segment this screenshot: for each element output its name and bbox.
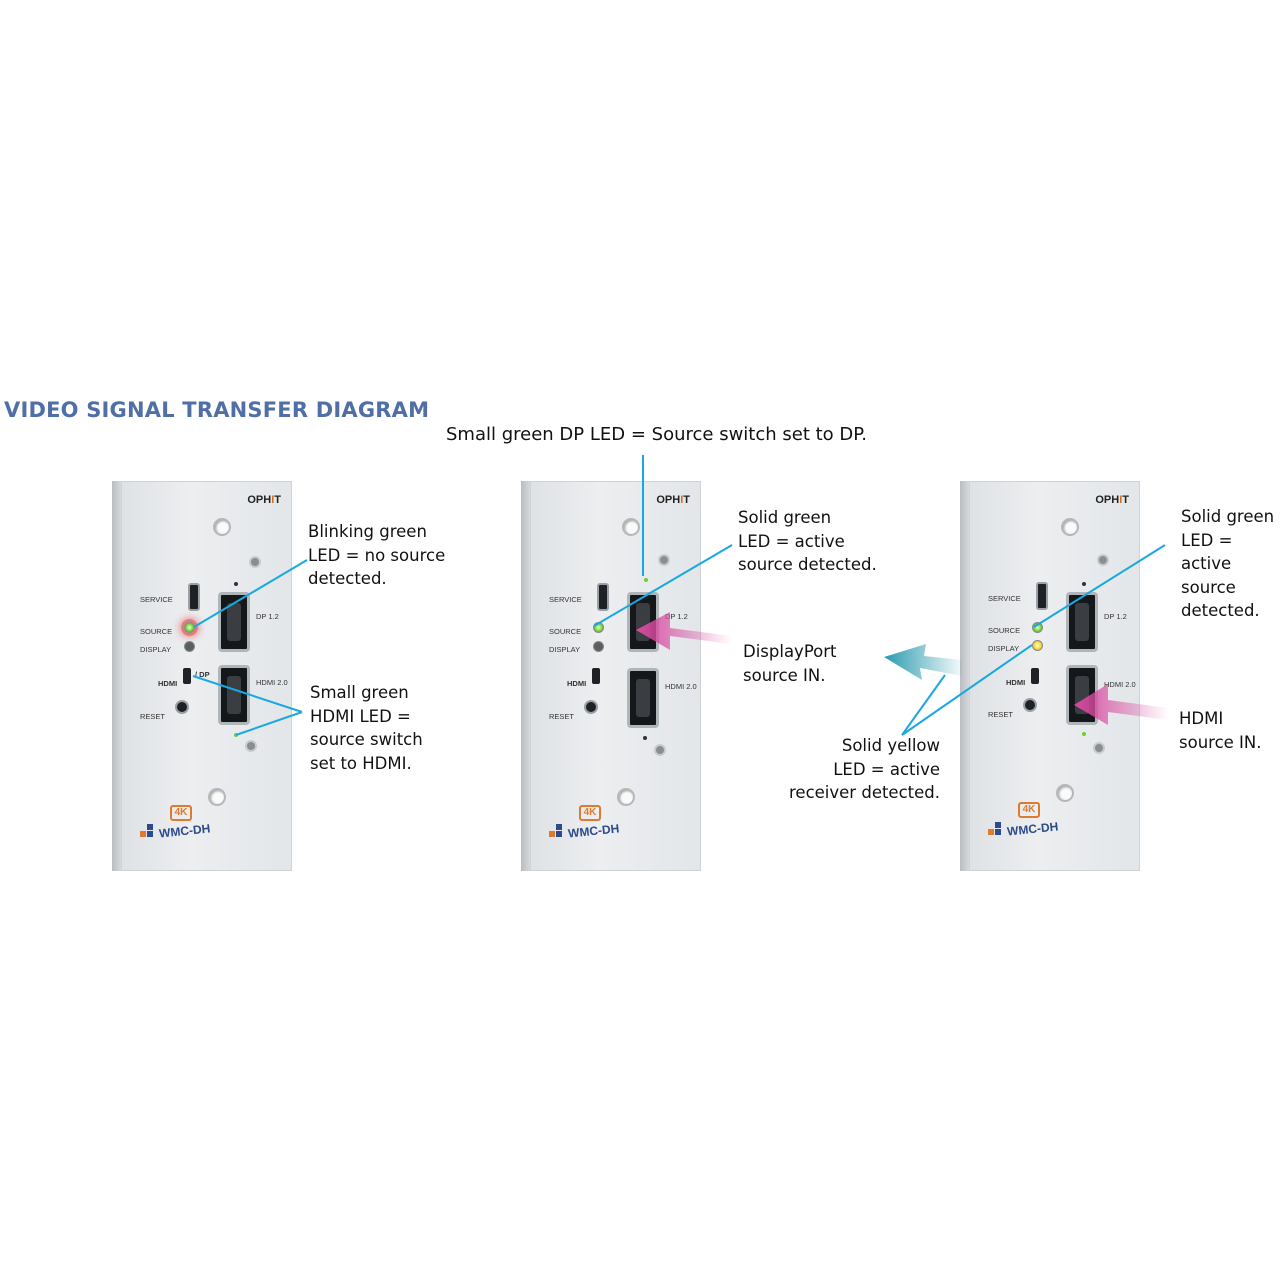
caption-hdmi-in: HDMI source IN.: [1179, 709, 1262, 752]
source-switch[interactable]: [183, 668, 191, 684]
logo-4k: 4K: [579, 805, 601, 821]
reset-button[interactable]: [1023, 698, 1037, 712]
plate-face: OPHIT SERVICE SOURCE DISPLAY DP 1.2 HDMI…: [530, 481, 701, 871]
hdmi-mini-led-icon: [234, 733, 238, 737]
hdmi-switch-label: HDMI: [1006, 678, 1026, 687]
service-label: SERVICE: [549, 595, 582, 604]
source-led-icon: [1032, 622, 1043, 633]
display-label: DISPLAY: [988, 644, 1020, 653]
service-port[interactable]: [1036, 582, 1048, 610]
plate-side: [960, 481, 969, 871]
logo-blocks-icon: [988, 820, 1004, 836]
source-label: SOURCE: [988, 626, 1021, 635]
caption-small-hdmi-led: Small green HDMI LED = source switch set…: [310, 683, 423, 773]
service-port[interactable]: [188, 583, 200, 611]
model-label: WMC-DH: [158, 821, 211, 841]
brand-label: OPHIT: [656, 494, 690, 506]
model-label: WMC-DH: [1006, 819, 1059, 839]
screw-hole-icon: [622, 518, 640, 536]
screw-icon: [1093, 742, 1105, 754]
dp-mini-led-icon: [234, 582, 238, 586]
logo-4k: 4K: [170, 805, 192, 821]
page-title: VIDEO SIGNAL TRANSFER DIAGRAM: [4, 398, 430, 422]
dp-port-label: DP 1.2: [256, 612, 279, 621]
logo-blocks-icon: [549, 822, 565, 838]
caption-solid-yellow: Solid yellow LED = active receiver detec…: [789, 736, 940, 802]
screw-hole-icon: [208, 788, 226, 806]
hdmi-switch-label: HDMI: [158, 679, 178, 688]
caption-dp-led: Small green DP LED = Source switch set t…: [446, 424, 868, 445]
screw-icon: [658, 554, 670, 566]
reset-label: RESET: [988, 710, 1014, 719]
display-led-icon: [184, 641, 195, 652]
service-label: SERVICE: [988, 594, 1021, 603]
source-label: SOURCE: [140, 627, 173, 636]
hdmi-port[interactable]: [1066, 665, 1098, 725]
reset-label: RESET: [549, 712, 575, 721]
plate-face: OPHIT SERVICE SOURCE DISPLAY DP 1.2 HDMI…: [121, 481, 292, 871]
arrow-left-icon: [884, 644, 962, 680]
hdmi-port[interactable]: [627, 668, 659, 728]
hdmi-port[interactable]: [218, 665, 250, 725]
source-led-icon: [184, 622, 195, 633]
reset-button[interactable]: [175, 700, 189, 714]
display-label: DISPLAY: [549, 645, 581, 654]
screw-hole-icon: [1061, 518, 1079, 536]
screw-icon: [1097, 554, 1109, 566]
plate-side: [521, 481, 530, 871]
dp-port-label: DP 1.2: [665, 612, 688, 621]
caption-dp-in: DisplayPort source IN.: [743, 642, 837, 685]
dp-switch-label: / DP: [195, 670, 210, 679]
service-port[interactable]: [597, 583, 609, 611]
plate-face: OPHIT SERVICE SOURCE DISPLAY DP 1.2 HDMI…: [969, 481, 1140, 871]
source-switch[interactable]: [1031, 668, 1039, 684]
logo-4k: 4K: [1018, 802, 1040, 818]
wall-plate-1: OPHIT SERVICE SOURCE DISPLAY DP 1.2 HDMI…: [112, 481, 292, 871]
caption-blinking-led: Blinking green LED = no source detected.: [308, 522, 446, 588]
caption-solid-green-right: Solid green LED = active source detected…: [1181, 507, 1275, 620]
screw-icon: [245, 740, 257, 752]
brand-label: OPHIT: [1095, 494, 1129, 506]
wall-plate-3: OPHIT SERVICE SOURCE DISPLAY DP 1.2 HDMI…: [960, 481, 1140, 871]
screw-hole-icon: [213, 518, 231, 536]
hdmi-port-label: HDMI 2.0: [665, 682, 697, 691]
screw-icon: [654, 744, 666, 756]
source-led-icon: [593, 622, 604, 633]
screw-hole-icon: [617, 788, 635, 806]
hdmi-switch-label: HDMI: [567, 679, 587, 688]
callout-line-yellow-b: [901, 674, 946, 736]
logo-blocks-icon: [140, 822, 156, 838]
dp-mini-led-icon: [644, 578, 648, 582]
dp-mini-led-icon: [1082, 582, 1086, 586]
brand-label: OPHIT: [247, 494, 281, 506]
screw-hole-icon: [1056, 784, 1074, 802]
display-label: DISPLAY: [140, 645, 172, 654]
dp-port[interactable]: [218, 592, 250, 652]
wall-plate-2: OPHIT SERVICE SOURCE DISPLAY DP 1.2 HDMI…: [521, 481, 701, 871]
model-label: WMC-DH: [567, 821, 620, 841]
source-label: SOURCE: [549, 627, 582, 636]
service-label: SERVICE: [140, 595, 173, 604]
dp-port-label: DP 1.2: [1104, 612, 1127, 621]
display-led-icon: [1032, 640, 1043, 651]
screw-icon: [249, 556, 261, 568]
caption-solid-green-mid: Solid green LED = active source detected…: [738, 508, 877, 574]
reset-label: RESET: [140, 712, 166, 721]
plate-side: [112, 481, 121, 871]
hdmi-port-label: HDMI 2.0: [1104, 680, 1136, 689]
dp-port[interactable]: [627, 592, 659, 652]
source-switch[interactable]: [592, 668, 600, 684]
hdmi-mini-led-icon: [643, 736, 647, 740]
hdmi-mini-led-icon: [1082, 732, 1086, 736]
display-led-icon: [593, 641, 604, 652]
dp-port[interactable]: [1066, 592, 1098, 652]
hdmi-port-label: HDMI 2.0: [256, 678, 288, 687]
reset-button[interactable]: [584, 700, 598, 714]
